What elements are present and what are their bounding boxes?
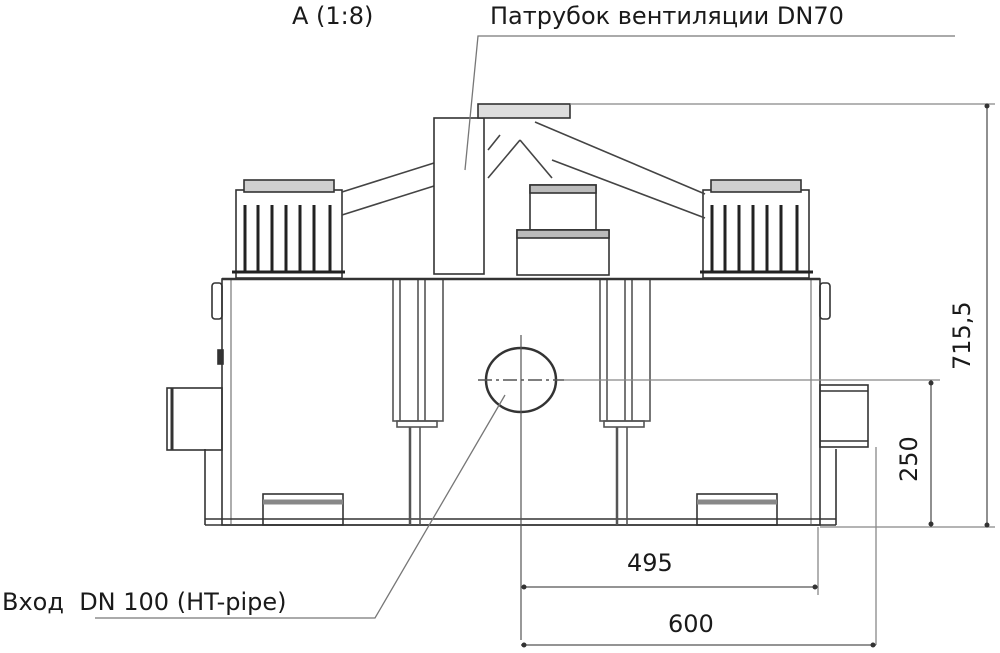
left-outlet-pipe <box>166 387 223 451</box>
dimension-total-width: 600 <box>668 610 714 638</box>
inlet-callout-label: Вход DN 100 (HT-pipe) <box>2 588 287 616</box>
inlet-circle <box>478 335 564 640</box>
center-cylinder <box>516 184 610 276</box>
dimension-total-height: 715,5 <box>948 301 976 370</box>
dimension-inner-width: 495 <box>627 549 673 577</box>
vent-callout-label: Патрубок вентиляции DN70 <box>490 2 844 30</box>
leader-lines <box>95 35 955 619</box>
left-motor <box>232 179 345 279</box>
pipe-arms <box>341 121 706 219</box>
dimension-inlet-height: 250 <box>895 436 923 482</box>
right-motor <box>700 179 813 279</box>
vent-pipe <box>433 103 571 275</box>
dimension-lines <box>521 103 995 646</box>
right-column <box>599 278 651 525</box>
feet <box>262 493 778 526</box>
right-side-pipe <box>819 384 869 448</box>
left-column <box>392 278 444 525</box>
view-label: A (1:8) <box>292 2 374 30</box>
